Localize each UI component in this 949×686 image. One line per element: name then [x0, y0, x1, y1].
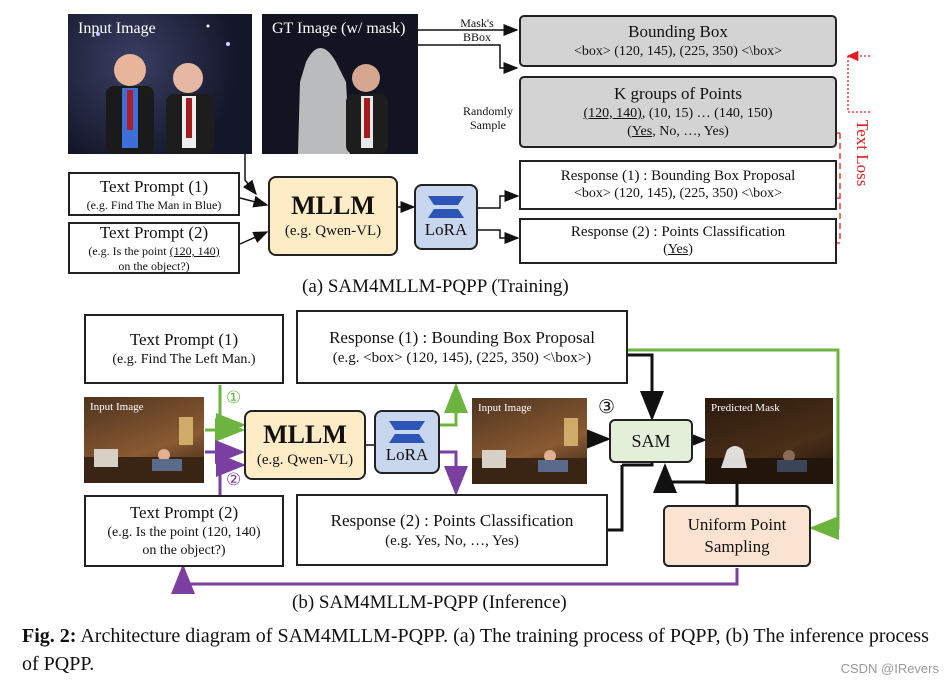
training-gt-image: GT Image (w/ mask) [262, 14, 418, 154]
living-room-photo-icon [472, 418, 587, 484]
arrow-lora-to-resp2 [478, 229, 520, 244]
arrow-inf-tp2-to-mllm [216, 453, 246, 495]
arrow-tp1-to-mllm [239, 195, 269, 208]
arrow-resp1-to-sampling [628, 348, 840, 540]
step-3-marker: ③ [598, 397, 616, 418]
training-caption: (a) SAM4MLLM-PQPP (Training) [302, 276, 569, 297]
arrow-resp2-to-sam [608, 465, 624, 532]
bounding-box-target: Bounding Box <box> (120, 145), (225, 350… [519, 15, 837, 67]
points-target: K groups of Points (120, 140), (10, 15) … [519, 76, 837, 148]
predicted-mask-photo-icon [705, 446, 833, 484]
training-response-1: Response (1) : Bounding Box Proposal <bo… [519, 160, 837, 210]
uniform-point-sampling: Uniform Point Sampling [663, 505, 811, 567]
predicted-mask-image: Predicted Mask [705, 398, 833, 484]
lora-hourglass-icon [428, 196, 464, 218]
inference-lora: LoRA [374, 410, 440, 474]
inference-mllm: MLLM (e.g. Qwen-VL) [244, 410, 366, 480]
inference-sam-input-image-label: Input Image [478, 402, 532, 414]
arrow-inf-lora-to-resp1 [440, 383, 468, 427]
training-mllm: MLLM (e.g. Qwen-VL) [268, 176, 398, 256]
step-2-marker: ② [226, 470, 242, 489]
training-input-image: Input Image [68, 14, 252, 154]
sam-block: SAM [609, 419, 693, 463]
arrow-image-to-mllm [242, 154, 257, 196]
gt-mask-photo-icon [298, 48, 388, 154]
training-input-image-label: Input Image [78, 20, 156, 37]
training-text-prompt-2: Text Prompt (2) (e.g. Is the point (120,… [68, 222, 240, 274]
gt-image-label: GT Image (w/ mask) [272, 20, 406, 37]
inference-text-prompt-2: Text Prompt (2) (e.g. Is the point (120,… [84, 495, 284, 567]
lora-hourglass-icon [389, 421, 425, 443]
living-room-photo-icon [84, 417, 204, 483]
random-sample-label: Randomly Sample [463, 104, 513, 132]
text-loss-connectors [846, 50, 870, 113]
inference-input-image: Input Image [84, 397, 204, 483]
inference-text-prompt-1: Text Prompt (1) (e.g. Find The Left Man.… [84, 314, 284, 384]
inference-response-1: Response (1) : Bounding Box Proposal (e.… [296, 310, 628, 384]
arrow-resp2-to-sam-join [622, 462, 654, 467]
arrow-sampling-to-sam [653, 463, 739, 505]
arrow-gt-to-points [418, 44, 519, 74]
training-lora: LoRA [414, 184, 478, 250]
training-text-prompt-1: Text Prompt (1) (e.g. Find The Man in Bl… [68, 172, 240, 216]
arrow-lora-to-resp1 [478, 190, 520, 209]
inference-caption: (b) SAM4MLLM-PQPP (Inference) [292, 592, 567, 613]
watermark: CSDN @IRevers [840, 661, 939, 676]
inference-sam-input-image: Input Image [472, 398, 587, 484]
arrow-sampling-loop [171, 564, 739, 594]
inference-response-2: Response (2) : Points Classification (e.… [296, 494, 608, 566]
figure-caption: Fig. 2: Architecture diagram of SAM4MLLM… [22, 625, 929, 675]
training-response-2: Response (2) : Points Classification (Ye… [519, 218, 837, 264]
inference-input-image-label: Input Image [90, 401, 144, 413]
text-loss-label: Text Loss [853, 120, 872, 187]
arrow-tp2-to-mllm [239, 231, 269, 245]
people-photo-icon [96, 24, 230, 154]
predicted-mask-label: Predicted Mask [711, 402, 780, 414]
arrow-resp1-to-sam [628, 353, 664, 421]
arrow-inf-lora-to-resp2 [440, 450, 468, 496]
step-1-marker: ① [226, 388, 242, 407]
mask-bbox-label: Mask's BBox [460, 16, 494, 44]
